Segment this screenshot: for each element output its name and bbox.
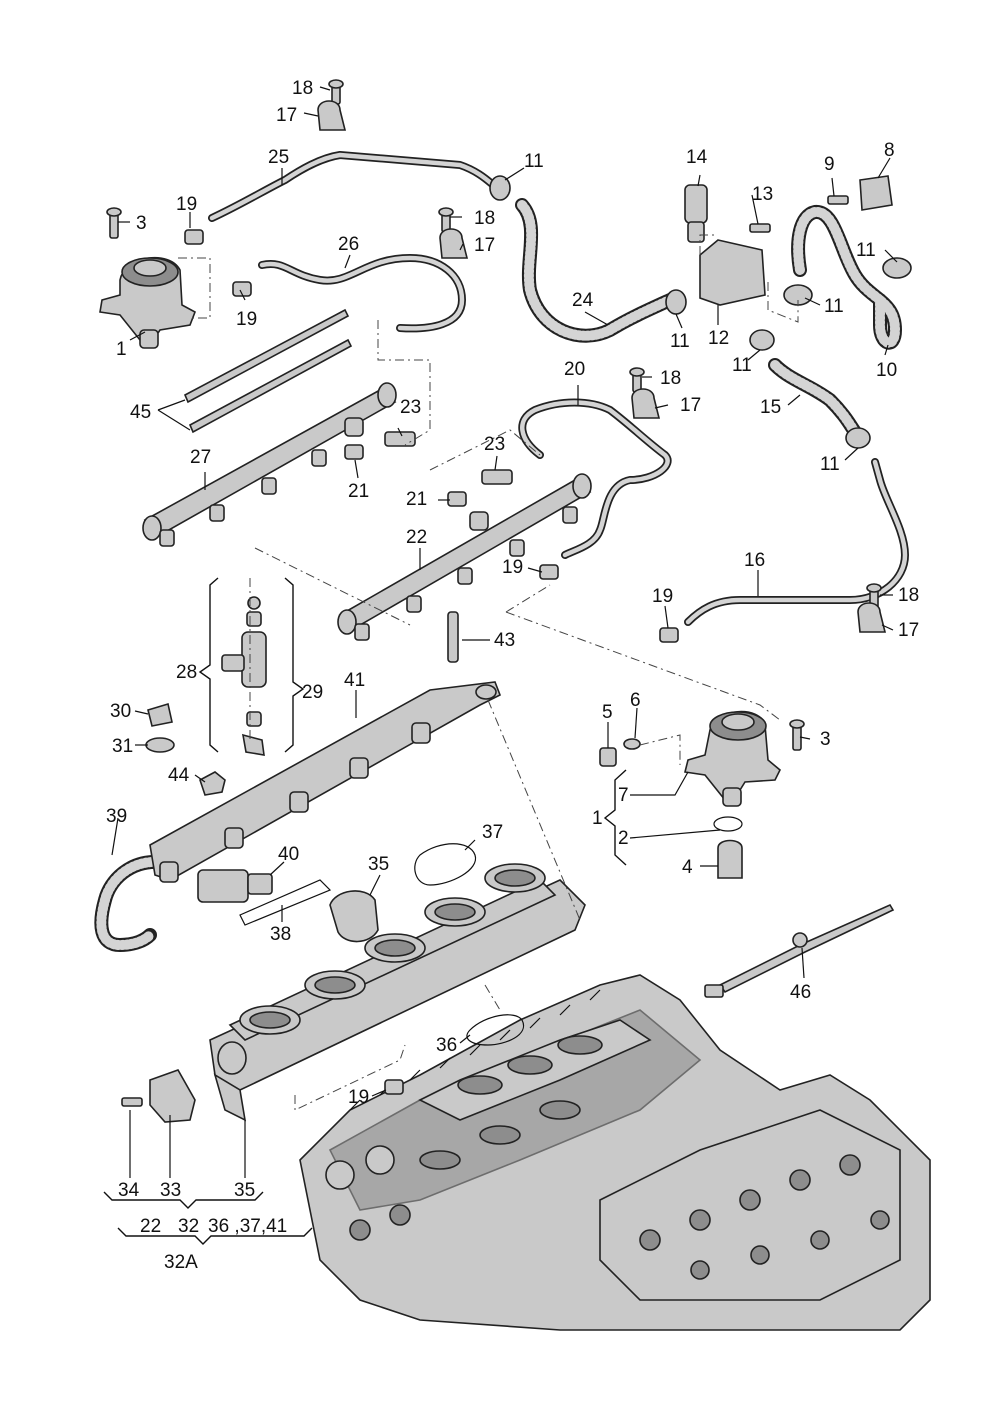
label-17: 17 [898, 620, 919, 641]
small-parts [106, 79, 912, 1123]
label-43: 43 [494, 630, 515, 651]
label-20: 20 [564, 359, 585, 380]
label-26: 26 [338, 234, 359, 255]
label-11: 11 [824, 296, 844, 317]
label-45: 45 [130, 402, 151, 423]
label-21: 21 [348, 481, 369, 502]
label-44: 44 [168, 765, 190, 786]
intake-manifold [209, 863, 586, 1122]
assembly-lines [178, 234, 799, 1111]
fuel-rail-27 [142, 382, 397, 547]
label-32: 32 [178, 1216, 199, 1237]
label-11: 11 [524, 151, 544, 172]
label-9: 9 [824, 154, 835, 175]
label-29: 29 [302, 682, 323, 703]
label-41: 41 [344, 670, 365, 691]
label-13: 13 [752, 184, 773, 205]
label-4: 4 [682, 857, 693, 878]
label-18: 18 [898, 585, 919, 606]
label-11: 11 [670, 331, 690, 352]
label-17: 17 [474, 235, 495, 256]
label-18: 18 [292, 78, 313, 99]
label-39: 39 [106, 806, 127, 827]
label-34: 34 [118, 1180, 140, 1201]
label-36: 36 [436, 1035, 457, 1056]
label-37: 37 [482, 822, 503, 843]
fuel-line-16 [684, 458, 909, 626]
label-11: 11 [820, 454, 840, 475]
label-30: 30 [110, 701, 131, 722]
leader-lines [111, 86, 898, 1178]
label-3: 3 [820, 729, 831, 750]
label-40: 40 [278, 844, 299, 865]
label-11: 11 [856, 240, 876, 261]
label-46: 46 [790, 982, 811, 1003]
label-3: 3 [136, 213, 147, 234]
label-21: 21 [406, 489, 427, 510]
label-32A: 32A [164, 1252, 198, 1273]
label-22: 22 [406, 527, 427, 548]
label-35: 35 [368, 854, 389, 875]
braces [103, 577, 627, 1245]
high-pressure-pump-right [684, 710, 781, 807]
label-10: 10 [876, 360, 897, 381]
label-35: 35 [234, 1180, 255, 1201]
label-17: 17 [680, 395, 701, 416]
label-19: 19 [176, 194, 197, 215]
label-2: 2 [618, 828, 629, 849]
label-16: 16 [744, 550, 765, 571]
label-15: 15 [760, 397, 781, 418]
fuel-line-20 [518, 398, 672, 559]
cover-41 [149, 681, 502, 883]
coolant-hose-24 [515, 198, 677, 343]
label-19: 19 [236, 309, 257, 330]
engine-block [299, 974, 931, 1331]
label-23: 23 [400, 397, 421, 418]
label-11: 11 [732, 355, 752, 376]
label-14: 14 [686, 147, 708, 168]
label-33: 33 [160, 1180, 181, 1201]
label-7: 7 [618, 785, 629, 806]
coolant-hose-10 [791, 205, 902, 350]
label-19: 19 [348, 1087, 369, 1108]
label-18: 18 [660, 368, 681, 389]
label-23: 23 [484, 434, 505, 455]
vacuum-hose-39 [94, 854, 167, 952]
label-12: 12 [708, 328, 729, 349]
label-28: 28 [176, 662, 197, 683]
label-24: 24 [572, 290, 594, 311]
label-22: 22 [140, 1216, 161, 1237]
fuel-line-25 [208, 151, 496, 222]
label-5: 5 [602, 702, 613, 723]
label-8: 8 [884, 140, 895, 161]
label-17: 17 [276, 105, 297, 126]
label-19: 19 [502, 557, 523, 578]
high-pressure-pump-left [99, 256, 196, 349]
label-19: 19 [652, 586, 673, 607]
coolant-hose-15 [768, 358, 862, 439]
label-36-37-41: 36 ,37,41 [208, 1216, 287, 1237]
label-38: 38 [270, 924, 291, 945]
label-25: 25 [268, 147, 289, 168]
label-6: 6 [630, 690, 641, 711]
fuel-line-26 [258, 254, 466, 333]
label-1: 1 [592, 808, 603, 829]
label-1: 1 [116, 339, 127, 360]
fuel-rail-22 [337, 473, 592, 641]
label-27: 27 [190, 447, 211, 468]
label-31: 31 [112, 736, 133, 757]
label-18: 18 [474, 208, 495, 229]
part-labels: 18 17 25 11 14 8 9 13 3 19 18 17 26 11 1… [106, 78, 919, 1273]
